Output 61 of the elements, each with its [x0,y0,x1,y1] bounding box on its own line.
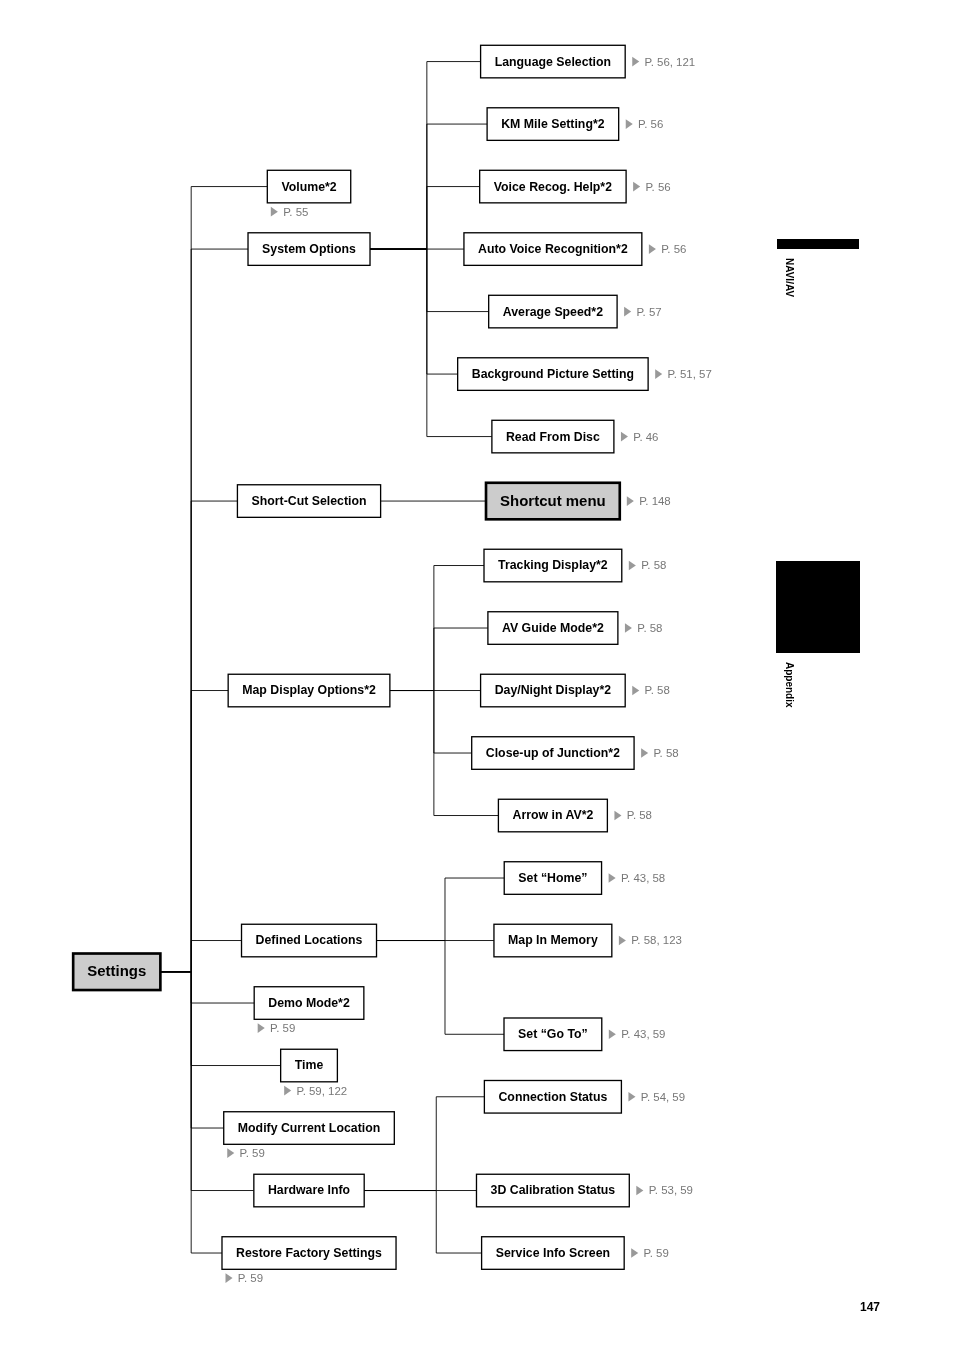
node-box: AV Guide Mode*2 [487,611,619,645]
page-reference: P. 148 [639,495,671,507]
node-box: Set “Home” [503,861,603,895]
node-box: Defined Locations [240,923,378,958]
page-reference: P. 59 [270,1022,296,1035]
page-reference: P. 58 [637,622,663,634]
node-box: System Options [247,232,371,266]
node-box: Short-Cut Selection [236,484,382,518]
page-reference: P. 56 [645,180,671,193]
node-box: Background Picture Setting [457,357,649,391]
page-reference: P. 46 [633,430,659,443]
page-reference: P. 55 [283,205,309,218]
page-reference: P. 58 [653,747,679,759]
page-reference: P. 59 [237,1272,264,1285]
node-box: Day/Night Display*2 [479,673,626,708]
node-box: Volume*2 [266,169,352,204]
node-box: 3D Calibration Status [475,1173,630,1208]
page-reference: P. 56 [638,118,664,131]
page-reference: P. 58 [626,809,652,822]
connector [380,500,487,502]
node-box: Arrow in AV*2 [497,798,609,833]
page-reference: P. 53, 59 [648,1184,693,1197]
page-reference: P. 56 [661,243,687,256]
node-box: Settings [71,952,162,992]
section-label: NAVI/AV [784,258,795,298]
page-reference: P. 54, 59 [640,1090,686,1103]
node-box: Hardware Info [253,1173,365,1208]
node-box: Tracking Display*2 [483,548,623,583]
node-box: Restore Factory Settings [221,1236,397,1270]
node-box: Demo Mode*2 [253,986,365,1020]
page-reference: P. 59, 122 [296,1084,348,1097]
connector [369,248,493,437]
page-number: 147 [860,1300,881,1314]
node-box: Shortcut menu [484,481,622,521]
node-box: Read From Disc [491,419,615,454]
connector [376,940,505,1035]
node-box: KM Mile Setting*2 [486,107,620,141]
page-reference: P. 58, 123 [631,934,682,947]
node-box: Time [280,1048,339,1083]
page-reference: P. 51, 57 [667,368,712,381]
node-box: Average Speed*2 [488,294,618,329]
page-reference: P. 58 [641,559,667,572]
page-reference: P. 59 [643,1247,669,1259]
node-box: Close-up of Junction*2 [471,736,635,770]
page-reference: P. 59 [239,1147,265,1160]
node-box: Map In Memory [493,923,613,958]
node-box: Service Info Screen [480,1236,625,1270]
node-box: Auto Voice Recognition*2 [463,232,643,266]
node-box: Voice Recog. Help*2 [479,169,627,204]
node-box: Set “Go To” [503,1017,603,1052]
node-box: Connection Status [483,1079,623,1114]
section-label: Appendix [784,662,795,708]
node-box: Modify Current Location [223,1111,395,1145]
page-reference: P. 57 [636,305,662,318]
page-reference: P. 43, 59 [621,1028,666,1041]
page-reference: P. 58 [644,684,670,697]
page-reference: P. 56, 121 [644,55,696,68]
node-box: Map Display Options*2 [227,673,391,708]
page-reference: P. 43, 58 [620,872,666,884]
node-box: Language Selection [479,44,626,79]
connector [389,690,499,816]
